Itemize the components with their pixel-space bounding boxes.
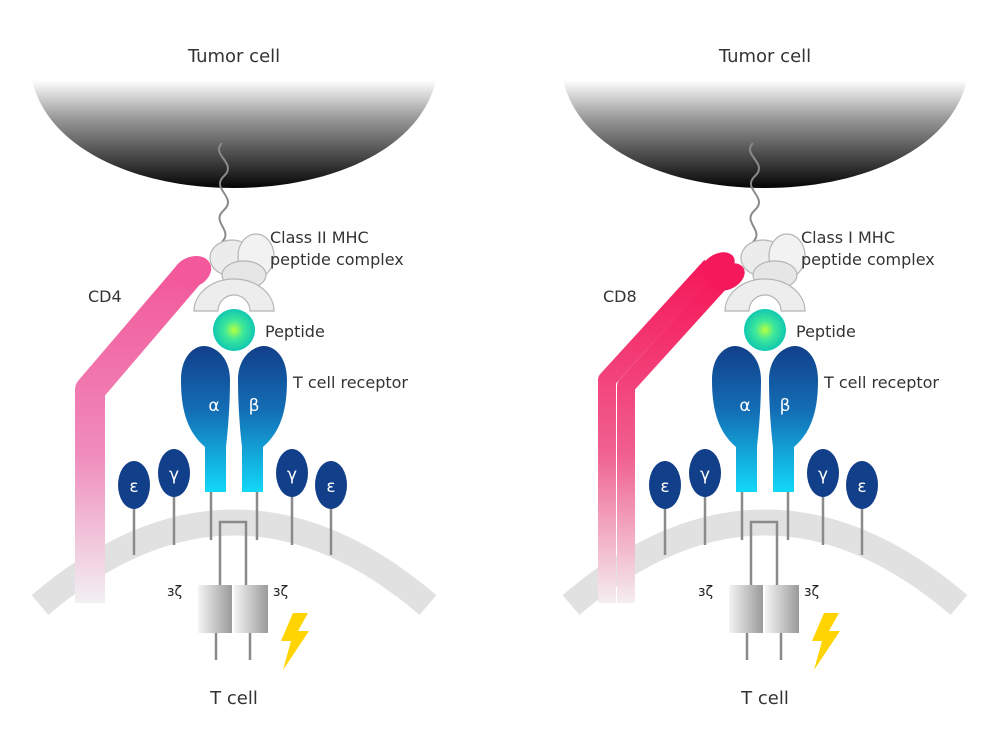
tumor-cell	[32, 80, 436, 188]
zeta-label-left: ɜζ	[167, 584, 182, 600]
mhc-label-line1: Class I MHC	[801, 228, 895, 247]
cd4-head	[172, 255, 212, 289]
zeta-label-right: ɜζ	[273, 584, 288, 600]
alpha-symbol: α	[208, 396, 219, 416]
peptide	[744, 309, 786, 351]
lightning-bolt-icon	[812, 613, 840, 670]
zeta-chain-right	[765, 585, 799, 633]
cd8-beta-coreceptor	[617, 271, 731, 603]
peptide-label: Peptide	[265, 322, 325, 341]
beta-symbol: β	[780, 396, 791, 416]
tumor-cell-label: Tumor cell	[718, 46, 811, 67]
cd3-epsilon-left	[649, 461, 681, 509]
tcr-label: T cell receptor	[823, 373, 939, 392]
alpha-symbol: α	[739, 396, 750, 416]
beta-symbol: β	[249, 396, 260, 416]
tcr-label: T cell receptor	[292, 373, 408, 392]
zeta-label-left: ɜζ	[698, 584, 713, 600]
cd3-gamma-left	[158, 449, 190, 497]
transmembrane-stalks	[663, 492, 864, 660]
epsilon-symbol: ε	[660, 477, 669, 497]
zeta-label-right: ɜζ	[804, 584, 819, 600]
zeta-chain-left	[198, 585, 232, 633]
epsilon-symbol: ε	[326, 477, 335, 497]
cd8-label: CD8	[603, 287, 637, 306]
mhc-label-line2: peptide complex	[801, 250, 935, 269]
cd8-beta-head	[711, 263, 745, 291]
gamma-symbol: γ	[700, 465, 710, 485]
gamma-symbol: γ	[287, 465, 297, 485]
mhc-complex	[724, 233, 806, 312]
zeta-chain-right	[234, 585, 268, 633]
tumor-cell	[563, 80, 967, 188]
lightning-bolt-icon	[281, 613, 309, 670]
tcr-alpha-chain	[181, 346, 230, 492]
zeta-chain-left	[729, 585, 763, 633]
peptide	[213, 309, 255, 351]
antigen-tether	[218, 142, 230, 243]
gamma-symbol: γ	[818, 465, 828, 485]
cd3-epsilon-right	[315, 461, 347, 509]
mhc-label-line1: Class II MHC	[270, 228, 369, 247]
cd3-gamma-left	[689, 449, 721, 497]
transmembrane-stalks	[132, 492, 333, 660]
cd4-coreceptor	[75, 263, 202, 603]
cd3-gamma-right	[807, 449, 839, 497]
epsilon-symbol: ε	[857, 477, 866, 497]
cd4-label: CD4	[88, 287, 122, 306]
gamma-symbol: γ	[169, 465, 179, 485]
mhc-complex	[193, 233, 275, 312]
t-cell-label: T cell	[740, 688, 789, 709]
t-cell-label: T cell	[209, 688, 258, 709]
cd3-epsilon-left	[118, 461, 150, 509]
cd3-epsilon-right	[846, 461, 878, 509]
cd3-gamma-right	[276, 449, 308, 497]
peptide-label: Peptide	[796, 322, 856, 341]
tumor-cell-label: Tumor cell	[187, 46, 280, 67]
panel-cd8: Tumor cell CD8 Class I MHC peptide compl…	[562, 46, 968, 709]
tcr-beta-chain	[769, 346, 818, 492]
antigen-tether	[749, 142, 761, 243]
epsilon-symbol: ε	[129, 477, 138, 497]
cd8-alpha-coreceptor	[598, 259, 718, 603]
mhc-label-line2: peptide complex	[270, 250, 404, 269]
tcr-beta-chain	[238, 346, 287, 492]
tcr-alpha-chain	[712, 346, 761, 492]
panel-cd4: Tumor cell CD4 Class II MHC peptide comp…	[31, 46, 437, 709]
